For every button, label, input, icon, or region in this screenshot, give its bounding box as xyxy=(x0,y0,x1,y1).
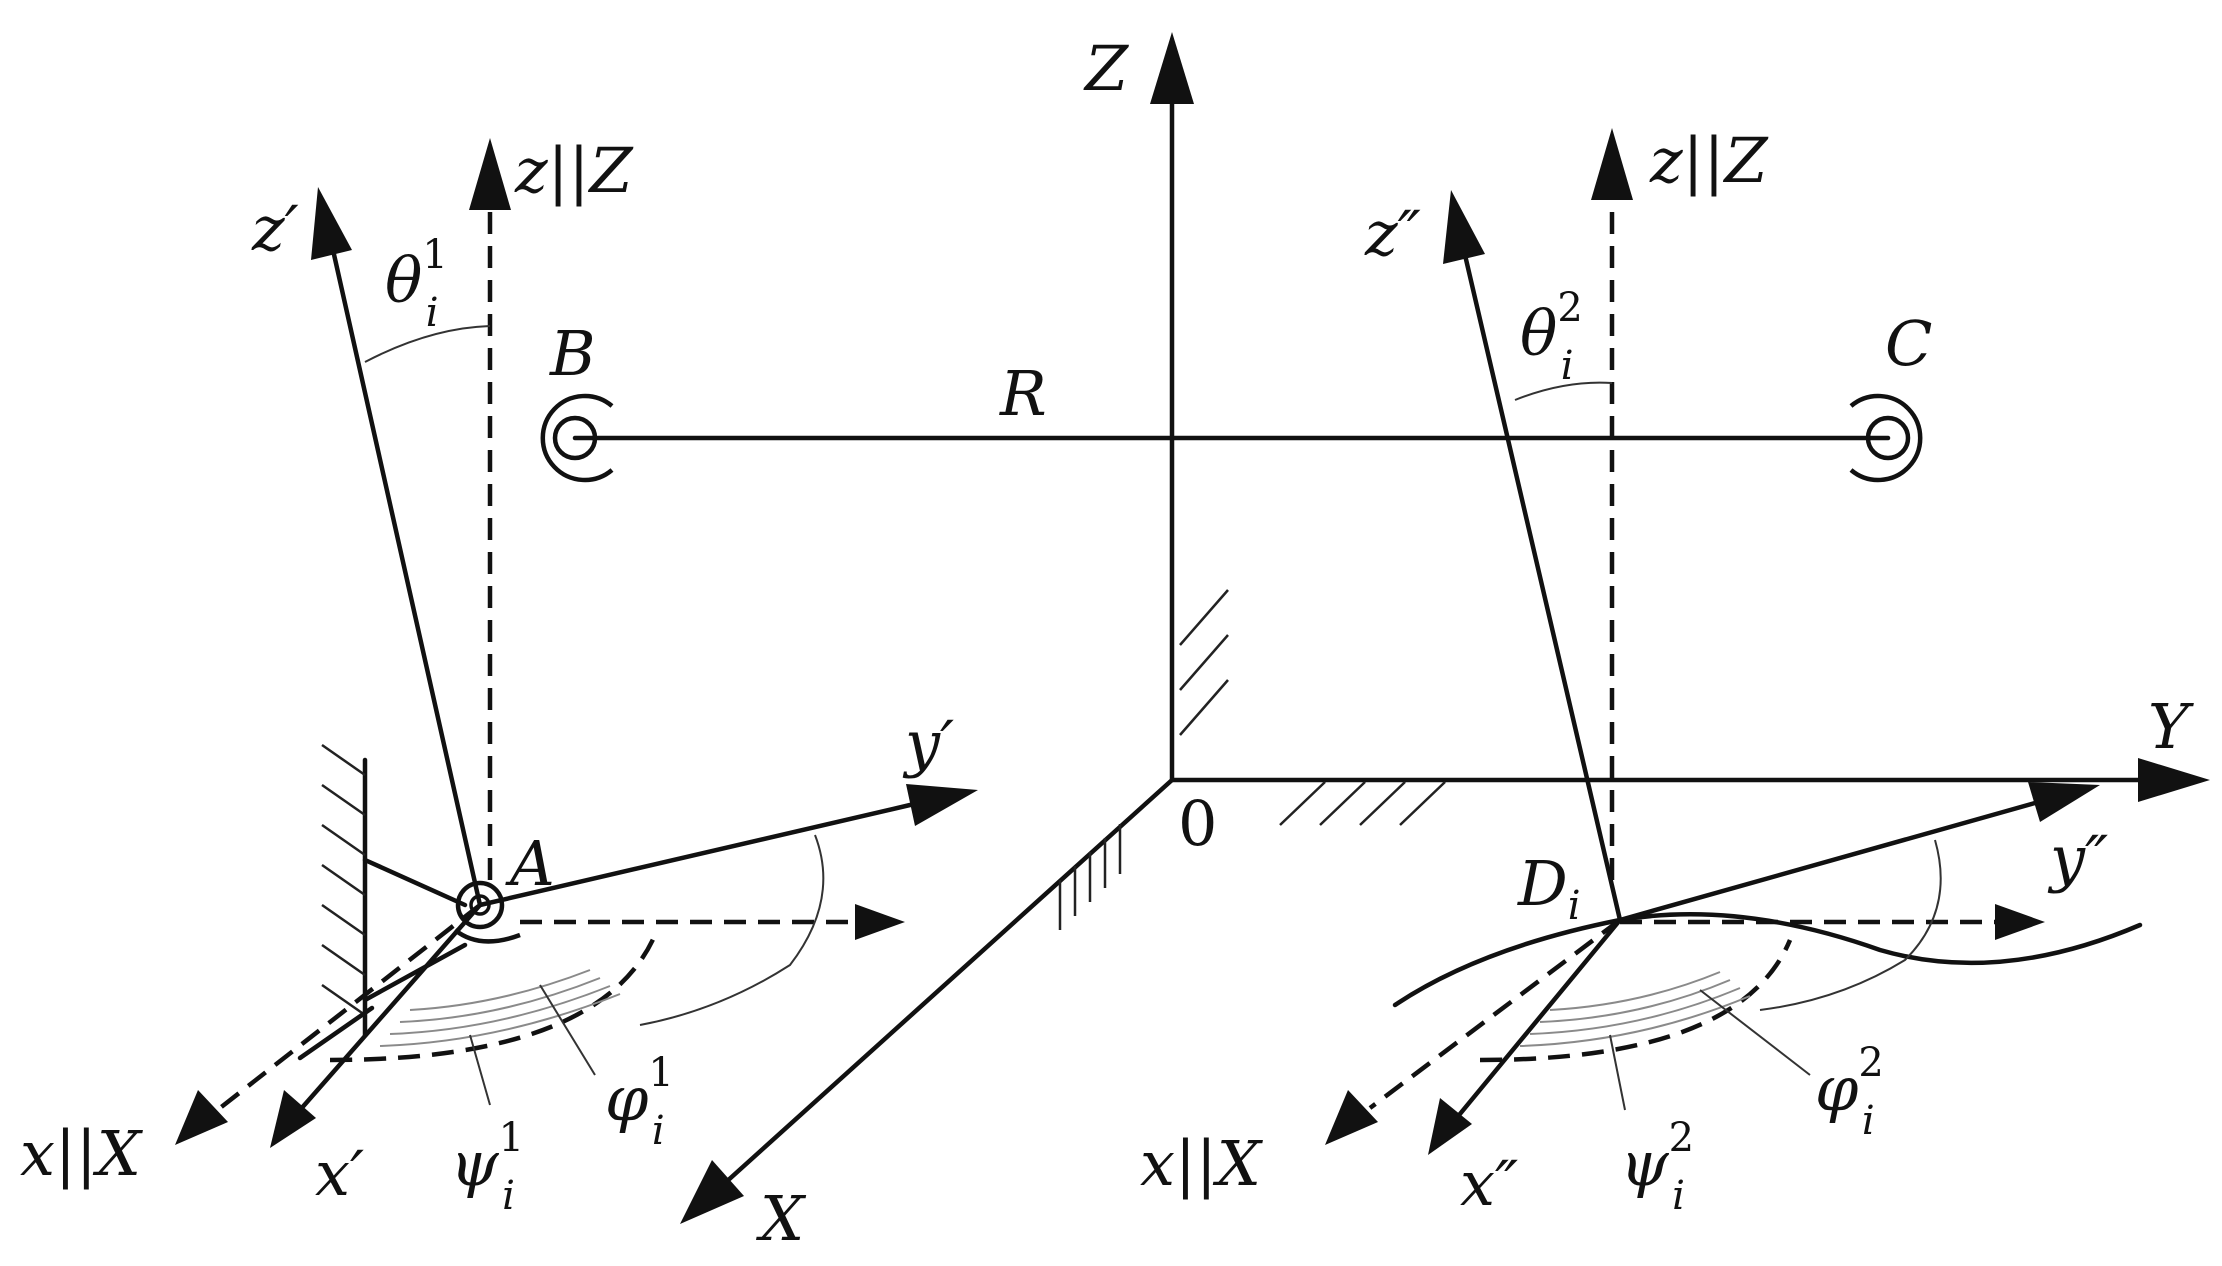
axis-y-prime-arrowhead xyxy=(906,784,978,826)
ground-hatching xyxy=(1058,589,1446,930)
surface-curve xyxy=(1392,912,2143,1008)
axis-y-prime xyxy=(477,802,913,908)
label-x-dprime: x″ xyxy=(1460,1147,1518,1220)
label-X: X xyxy=(756,1182,807,1255)
label-origin: 0 xyxy=(1178,787,1217,860)
axis-x-par-X-left xyxy=(218,903,482,1110)
axis-z-par-Z-right-arrowhead xyxy=(1591,128,1633,200)
angle-phi2-arc xyxy=(1759,839,1942,1011)
label-z-par-Z-left: z||Z xyxy=(514,134,633,207)
label-A: A xyxy=(505,827,555,900)
label-y-prime: y′ xyxy=(902,707,954,780)
axis-x-prime-arrowhead xyxy=(270,1090,316,1148)
axis-X-arrowhead xyxy=(680,1160,744,1224)
axis-x-prime xyxy=(297,902,483,1113)
left-frame xyxy=(175,138,978,1148)
axis-x-dprime xyxy=(1452,917,1623,1123)
axis-z-par-Z-left-arrowhead xyxy=(469,138,511,210)
axis-z-dprime xyxy=(1462,252,1623,923)
joint-C xyxy=(1849,393,1923,483)
axis-Y-arrowhead xyxy=(2138,758,2210,802)
angle-theta2-arc xyxy=(1514,381,1613,401)
label-x-par-X-right: x||X xyxy=(1140,1127,1264,1200)
right-frame xyxy=(1325,128,2143,1155)
axis-y-dprime xyxy=(1617,800,2038,923)
label-y-dprime: y″ xyxy=(2047,822,2108,895)
axis-x-par-X-right xyxy=(1368,918,1622,1110)
label-Z: Z xyxy=(1083,32,1129,105)
label-z-dprime: z″ xyxy=(1364,197,1421,270)
label-C: C xyxy=(1885,307,1932,380)
angle-theta1-arc xyxy=(364,325,491,363)
axis-z-prime xyxy=(330,247,483,908)
axis-z-dprime-arrowhead xyxy=(1443,190,1485,264)
axis-z-prime-arrowhead xyxy=(311,187,352,260)
label-z-par-Z-right: z||Z xyxy=(1649,124,1768,197)
angle-phi1-arc xyxy=(639,834,825,1026)
axis-x-dprime-arrowhead xyxy=(1428,1098,1472,1155)
axis-X xyxy=(722,777,1175,1186)
label-B: B xyxy=(549,317,596,390)
joint-A xyxy=(455,880,505,930)
joint-B xyxy=(540,393,614,483)
global-axes xyxy=(680,32,2210,1224)
labels: Z Y X 0 R B C A Di z||Z z||Z z′ z″ y′ y″… xyxy=(20,32,2194,1255)
label-z-prime: z′ xyxy=(251,192,299,265)
axis-Z-arrowhead xyxy=(1150,32,1194,104)
label-x-par-X-left: x||X xyxy=(20,1117,144,1190)
label-Y: Y xyxy=(2148,690,2194,763)
label-R: R xyxy=(999,357,1047,430)
axis-y-dprime-arrowhead xyxy=(2028,782,2100,822)
label-x-prime: x′ xyxy=(315,1137,364,1210)
label-D: Di xyxy=(1517,847,1581,929)
